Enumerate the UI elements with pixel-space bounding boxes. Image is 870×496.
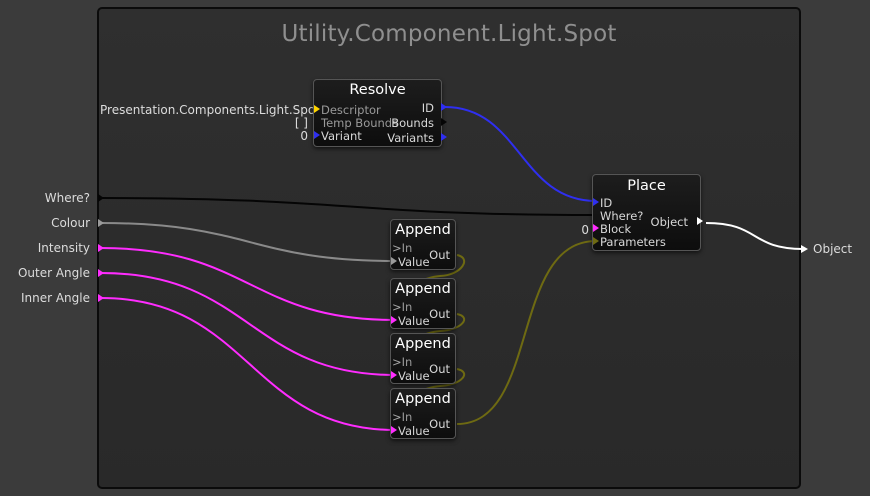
append-node-title: Append [395,281,451,297]
inner-angle-input-pin[interactable] [98,294,104,302]
resolve-descriptor-value[interactable]: Presentation.Components.Light.Spot [100,103,320,117]
resolve-pin-bounds: Bounds [391,116,434,130]
wire-append4-out-to-place-parameters[interactable] [456,240,597,425]
outer-angle-input-pin[interactable] [98,269,104,277]
place-parameters-pin-icon[interactable] [593,237,599,245]
place-pin-id: ID [600,196,613,210]
append-pin-in: >In [392,300,413,314]
wire-outer-angle-to-append3[interactable] [100,272,396,376]
wire-intensity-to-append2[interactable] [100,247,396,321]
append-node-3[interactable]: Append >In Value Out [390,333,456,384]
append-node-4[interactable]: Append >In Value Out [390,388,456,439]
place-node-title: Place [627,178,666,194]
append-pin-value: Value [398,255,430,269]
place-pin-block: Block [600,222,632,236]
wire-place-object-to-output[interactable] [705,222,804,250]
append-pin-in: >In [392,410,413,424]
input-label-colour: Colour [51,216,90,230]
resolve-variant-value[interactable]: 0 [300,129,308,143]
append-pin-out: Out [429,307,450,321]
resolve-pin-descriptor: Descriptor [321,103,381,117]
append-node-title: Append [395,336,451,352]
append-node-title: Append [395,222,451,238]
place-id-pin-icon[interactable] [593,198,599,206]
place-block-value[interactable]: 0 [581,223,589,237]
append-value-pin-icon[interactable] [391,316,397,324]
place-object-pin-icon[interactable] [697,217,703,225]
place-pin-where: Where? [600,209,644,223]
resolve-pin-variant: Variant [321,129,362,143]
append-pin-in: >In [392,355,413,369]
append-value-pin-icon[interactable] [391,257,397,265]
descriptor-pin-icon[interactable] [314,105,320,113]
input-label-outer-angle: Outer Angle [17,266,90,280]
resolve-temp-bounds-value[interactable]: [ ] [294,116,308,130]
input-label-intensity: Intensity [37,241,90,255]
wire-inner-angle-to-append4[interactable] [100,297,396,431]
append-pin-out: Out [429,417,450,431]
input-label-where: Where? [44,191,90,205]
output-label-object: Object [813,242,853,256]
append-node-1[interactable]: Append >In Value Out [390,219,456,270]
variant-pin-icon[interactable] [314,131,320,139]
wire-resolve-id-to-place-id[interactable] [444,106,597,202]
append-node-title: Append [395,391,451,407]
place-pin-parameters: Parameters [600,235,666,249]
resolve-node-title: Resolve [349,82,406,98]
colour-input-pin[interactable] [98,219,104,227]
bounds-output-pin-icon[interactable] [441,118,447,126]
append-node-2[interactable]: Append >In Value Out [390,278,456,329]
graph-title: Utility.Component.Light.Spot [281,21,617,47]
where-input-pin[interactable] [98,194,104,202]
place-block-pin-icon[interactable] [593,224,599,232]
append-pin-out: Out [429,362,450,376]
id-output-pin-icon[interactable] [441,103,447,111]
variants-output-pin-icon[interactable] [441,133,447,141]
resolve-node[interactable]: Resolve Descriptor Temp Bounds Variant I… [313,79,447,147]
resolve-pin-temp-bounds: Temp Bounds [321,116,399,130]
append-value-pin-icon[interactable] [391,426,397,434]
resolve-pin-id: ID [421,101,434,115]
place-pin-object: Object [650,215,688,229]
wire-where-to-place-where[interactable] [100,197,597,216]
wire-colour-to-append1[interactable] [100,222,396,262]
append-value-pin-icon[interactable] [391,371,397,379]
intensity-input-pin[interactable] [98,244,104,252]
append-pin-out: Out [429,248,450,262]
place-node[interactable]: Place ID Where? Block Parameters Object [592,174,703,251]
append-pin-value: Value [398,424,430,438]
append-pin-value: Value [398,314,430,328]
object-output-pin[interactable] [801,245,808,253]
input-label-inner-angle: Inner Angle [20,291,90,305]
append-pin-value: Value [398,369,430,383]
resolve-pin-variants: Variants [387,131,434,145]
append-pin-in: >In [392,241,413,255]
